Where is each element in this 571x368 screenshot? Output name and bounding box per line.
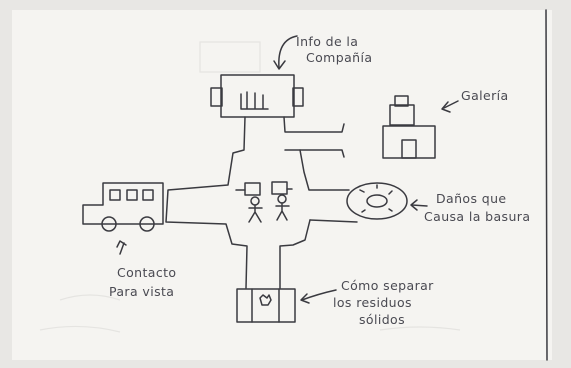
map-corridors: [165, 116, 358, 289]
annotation-arrows: [116, 35, 459, 304]
info-building: [210, 74, 304, 118]
label-separar-line3: sólidos: [359, 312, 405, 327]
page-margin-line: [545, 9, 548, 361]
label-danos-line1: Daños que: [436, 191, 507, 206]
gallery-building: [382, 95, 436, 159]
label-info-line1: Info de la: [296, 34, 358, 49]
sorting-station: [236, 288, 296, 323]
label-danos-line2: Causa la basura: [424, 209, 530, 224]
label-separar-line2: los residuos: [333, 295, 412, 310]
bleed-through-marks: [39, 41, 461, 333]
people-icon: [235, 181, 293, 223]
donut-icon: [346, 182, 408, 220]
label-galeria: Galería: [461, 88, 509, 103]
label-info-line2: Compañía: [306, 50, 372, 65]
contact-van: [82, 182, 164, 232]
label-contacto-line1: Contacto: [117, 265, 176, 280]
label-separar-line1: Cómo separar: [341, 278, 434, 293]
paper-sheet: [12, 10, 552, 360]
label-contacto-line2: Para vista: [109, 284, 174, 299]
